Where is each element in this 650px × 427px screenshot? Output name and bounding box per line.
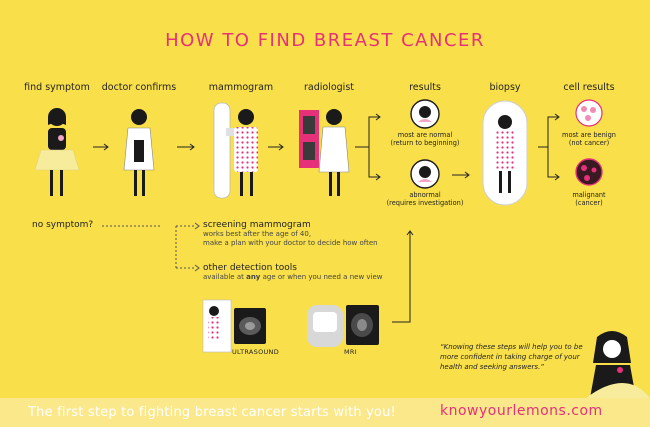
quote-text: “Knowing these steps will help you to be… bbox=[440, 343, 583, 371]
no-symptom-label: no symptom? bbox=[32, 220, 94, 230]
step-label-doctor-confirms: doctor confirms bbox=[101, 82, 177, 93]
screening-line-1: works best after the age of 40, bbox=[203, 230, 312, 238]
cell-benign-sublabel: (not cancer) bbox=[568, 139, 610, 147]
cell-malignant-text: malignant (cancer) bbox=[549, 191, 629, 207]
result-abnormal-icon bbox=[410, 159, 440, 189]
mri-illustration bbox=[307, 305, 379, 347]
step-label-biopsy: biopsy bbox=[489, 82, 521, 93]
mri-label: MRI bbox=[344, 348, 357, 356]
other-tools-line: available at any age or when you need a … bbox=[203, 273, 463, 282]
result-normal-sublabel: (return to beginning) bbox=[390, 139, 460, 147]
result-normal-icon bbox=[410, 99, 440, 129]
result-abnormal-label: abnormal bbox=[409, 191, 441, 199]
cell-malignant-sublabel: (cancer) bbox=[575, 199, 603, 207]
result-abnormal-text: abnormal (requires investigation) bbox=[375, 191, 475, 207]
screening-note: screening mammogram works best after the… bbox=[203, 220, 463, 248]
other-tools-line-bold: any bbox=[246, 273, 261, 281]
screening-line-2: make a plan with your doctor to decide h… bbox=[203, 239, 378, 247]
screening-branches bbox=[175, 225, 196, 269]
figure-radiologist bbox=[299, 109, 350, 196]
cell-malignant-label: malignant bbox=[572, 191, 606, 199]
step-label-find-symptom: find symptom bbox=[24, 82, 90, 93]
figure-find-symptom bbox=[34, 108, 80, 196]
ultrasound-illustration bbox=[202, 299, 266, 353]
cell-benign-icon bbox=[575, 99, 603, 127]
footer-site-link[interactable]: knowyourlemons.com bbox=[440, 403, 603, 419]
mascot-illustration bbox=[586, 331, 650, 398]
other-tools-note: other detection tools available at any a… bbox=[203, 263, 463, 282]
other-tools-line-pre: available at bbox=[203, 273, 247, 281]
screening-title: screening mammogram bbox=[203, 220, 311, 230]
figure-mammogram bbox=[213, 102, 258, 199]
step-label-cell-results: cell results bbox=[563, 82, 615, 93]
step-label-radiologist: radiologist bbox=[303, 82, 354, 93]
step-label-results: results bbox=[409, 82, 441, 93]
result-abnormal-sublabel: (requires investigation) bbox=[386, 199, 464, 207]
cell-benign-text: most are benign (not cancer) bbox=[549, 131, 629, 147]
page-title: HOW TO FIND BREAST CANCER bbox=[165, 30, 485, 51]
other-tools-line-post: age or when you need a new view bbox=[260, 273, 383, 281]
step-label-mammogram: mammogram bbox=[208, 82, 274, 93]
footer-bar bbox=[0, 398, 650, 427]
cell-malignant-icon bbox=[575, 158, 603, 186]
figure-doctor bbox=[123, 109, 155, 196]
result-normal-text: most are normal (return to beginning) bbox=[375, 131, 475, 147]
figure-biopsy bbox=[482, 100, 528, 206]
flow-arrows bbox=[93, 113, 560, 323]
other-tools-title: other detection tools bbox=[203, 263, 297, 273]
ultrasound-label: ULTRASOUND bbox=[232, 348, 280, 356]
result-normal-label: most are normal bbox=[397, 131, 453, 139]
cell-benign-label: most are benign bbox=[562, 131, 616, 139]
footer-tagline: The first step to fighting breast cancer… bbox=[28, 405, 396, 420]
